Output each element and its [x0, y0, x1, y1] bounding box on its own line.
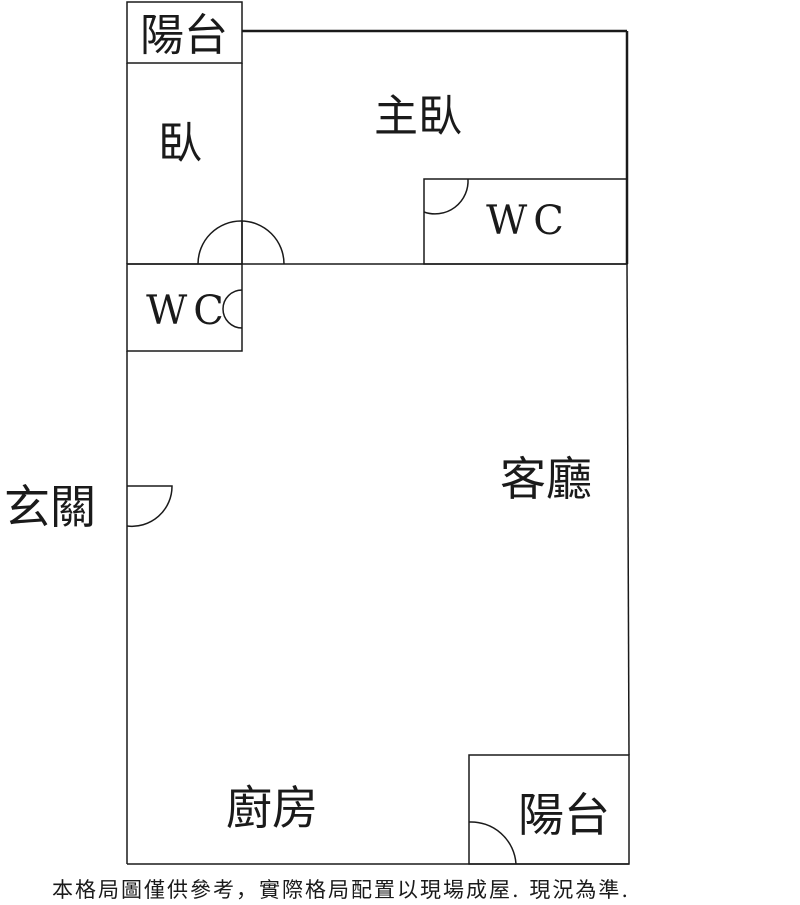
door-swing-wc-master [423, 178, 469, 215]
door-swing-wc-left [222, 289, 243, 329]
balcony-top-label: 陽台 [140, 10, 228, 61]
balcony-bottom-outline [468, 754, 630, 865]
balcony-top-outline [126, 1, 243, 64]
balcony-bottom-label: 陽台 [518, 788, 610, 842]
bedroom-label: 臥 [158, 118, 202, 169]
wc-left-outline [126, 263, 243, 352]
door-swing-bedroom [197, 220, 285, 265]
living-room-label: 客廳 [500, 452, 592, 506]
door-swing-balcony [468, 821, 517, 865]
entrance-label: 玄關 [4, 480, 96, 534]
master-bedroom-label: 主臥 [374, 91, 462, 142]
door-swing-entrance [126, 485, 173, 528]
wc-left-label: WC [146, 288, 230, 334]
disclaimer-text: 本格局圖僅供參考，實際格局配置以現場成屋. 現況為準. [52, 878, 631, 902]
living-right-wall [626, 263, 630, 756]
kitchen-label: 廚房 [226, 781, 318, 835]
wc-master-label: WC [486, 198, 570, 244]
floor-plan: 陽台 臥 主臥 WC WC 客廳 玄關 廚房 陽台 [4, 1, 630, 865]
